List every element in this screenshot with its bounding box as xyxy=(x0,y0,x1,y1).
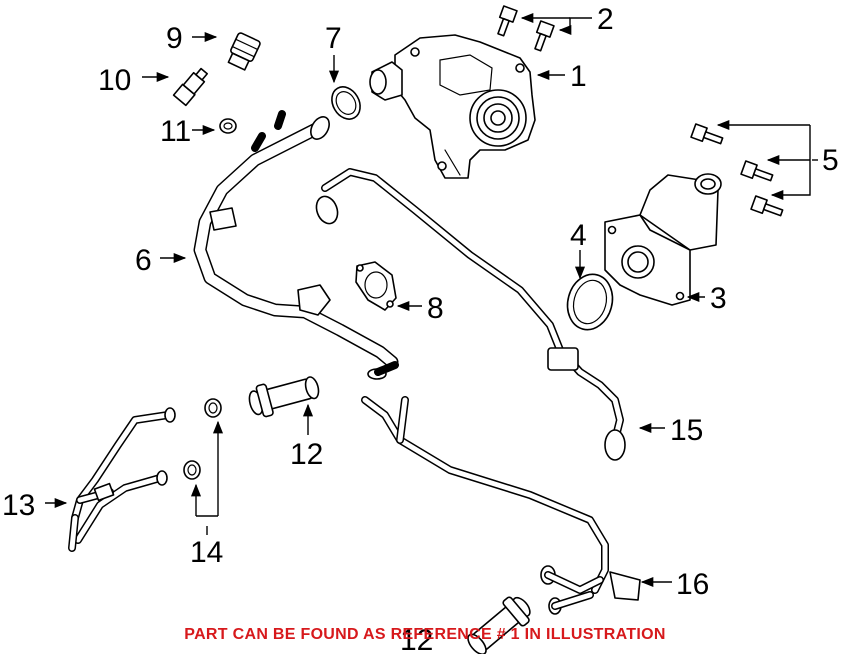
callout-15: 15 xyxy=(670,414,703,447)
callout-13: 13 xyxy=(2,489,35,522)
part-8-gasket[interactable] xyxy=(355,261,397,311)
callout-6: 6 xyxy=(135,244,152,277)
part-7-o-ring[interactable] xyxy=(326,82,366,124)
part-12-connector-upper[interactable] xyxy=(246,371,322,420)
callout-2: 2 xyxy=(597,3,614,36)
callout-14: 14 xyxy=(190,536,223,569)
part-9-sensor[interactable] xyxy=(226,32,261,71)
callout-9: 9 xyxy=(166,22,183,55)
footer-reference-note: PART CAN BE FOUND AS REFERENCE # 1 IN IL… xyxy=(184,626,666,643)
callout-3: 3 xyxy=(710,282,727,315)
callout-8: 8 xyxy=(427,292,444,325)
part-12-connector-lower[interactable] xyxy=(462,591,536,654)
callout-11: 11 xyxy=(160,115,191,148)
part-6-coolant-pipe[interactable] xyxy=(193,110,399,380)
part-10-sensor[interactable] xyxy=(172,66,211,107)
part-5-bolts[interactable] xyxy=(690,123,784,219)
part-13-tube-assembly[interactable] xyxy=(68,407,176,552)
callout-1: 1 xyxy=(570,60,587,93)
callout-4: 4 xyxy=(570,219,587,252)
part-14-washers[interactable] xyxy=(183,398,222,480)
part-11-washer[interactable] xyxy=(219,118,237,134)
part-2-bolts[interactable] xyxy=(494,5,555,52)
callout-labels: 1 2 3 4 5 6 7 8 9 10 11 12 13 14 15 16 1… xyxy=(2,3,839,654)
leader-lines xyxy=(45,12,818,588)
part-3-thermostat-housing[interactable] xyxy=(604,173,722,306)
callout-10: 10 xyxy=(98,64,131,97)
part-15-coolant-hose[interactable] xyxy=(313,168,626,461)
callout-5: 5 xyxy=(822,144,839,177)
part-16-coolant-pipe[interactable] xyxy=(361,396,641,615)
callout-12-lower: 12 xyxy=(400,624,433,654)
part-1-water-pump[interactable] xyxy=(369,34,536,179)
part-4-seal-ring[interactable] xyxy=(562,269,619,334)
callout-7: 7 xyxy=(325,22,342,55)
callout-16: 16 xyxy=(676,568,709,601)
callout-12-upper: 12 xyxy=(290,438,323,471)
